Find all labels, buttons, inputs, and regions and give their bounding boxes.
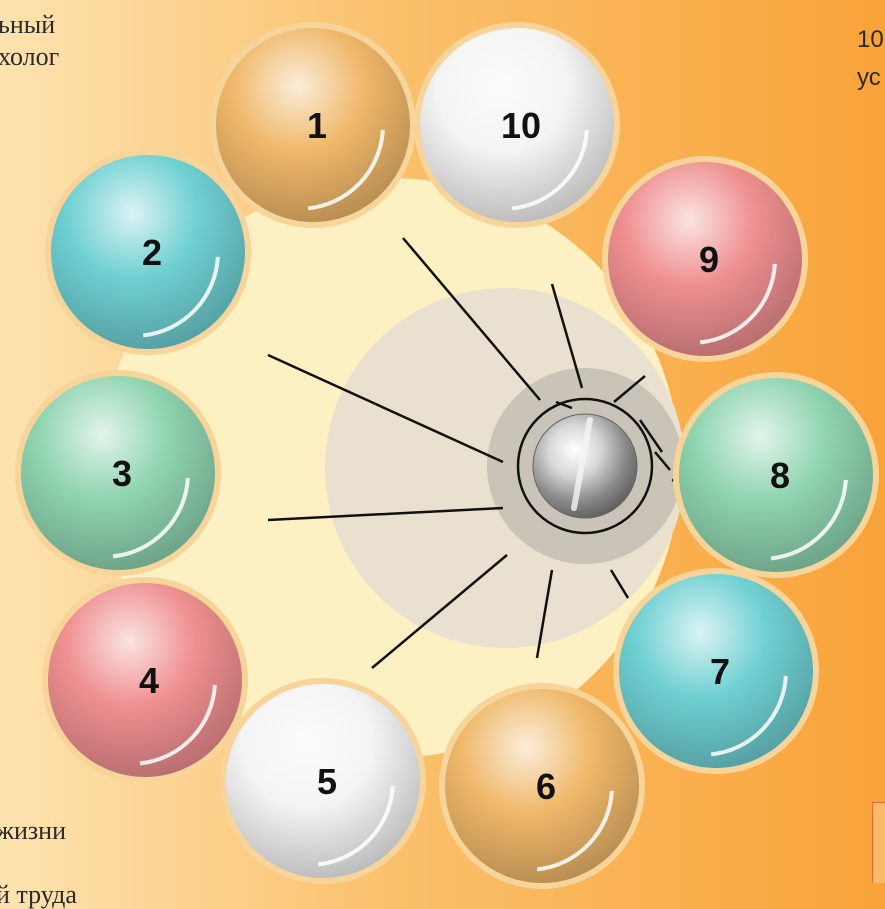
sphere-10: 10 [414,22,620,228]
sphere-number-9: 9 [699,239,719,280]
sphere-number-7: 7 [710,651,730,692]
sphere-9: 9 [602,156,808,362]
center-knob [533,414,637,518]
sphere-number-2: 2 [142,232,162,273]
sphere-5: 5 [220,678,426,884]
sphere-1: 1 [210,22,416,228]
sphere-number-5: 5 [317,761,337,802]
sphere-number-3: 3 [112,453,132,494]
sphere-6: 6 [439,683,645,889]
sphere-3: 3 [15,370,221,576]
sphere-8: 8 [673,372,879,578]
sphere-number-4: 4 [139,660,159,701]
sphere-number-1: 1 [307,105,327,146]
sphere-number-10: 10 [501,105,541,146]
sphere-7: 7 [613,568,819,774]
sphere-4: 4 [42,577,248,783]
sphere-2: 2 [45,149,251,355]
sphere-number-6: 6 [536,766,556,807]
sphere-number-8: 8 [770,455,790,496]
